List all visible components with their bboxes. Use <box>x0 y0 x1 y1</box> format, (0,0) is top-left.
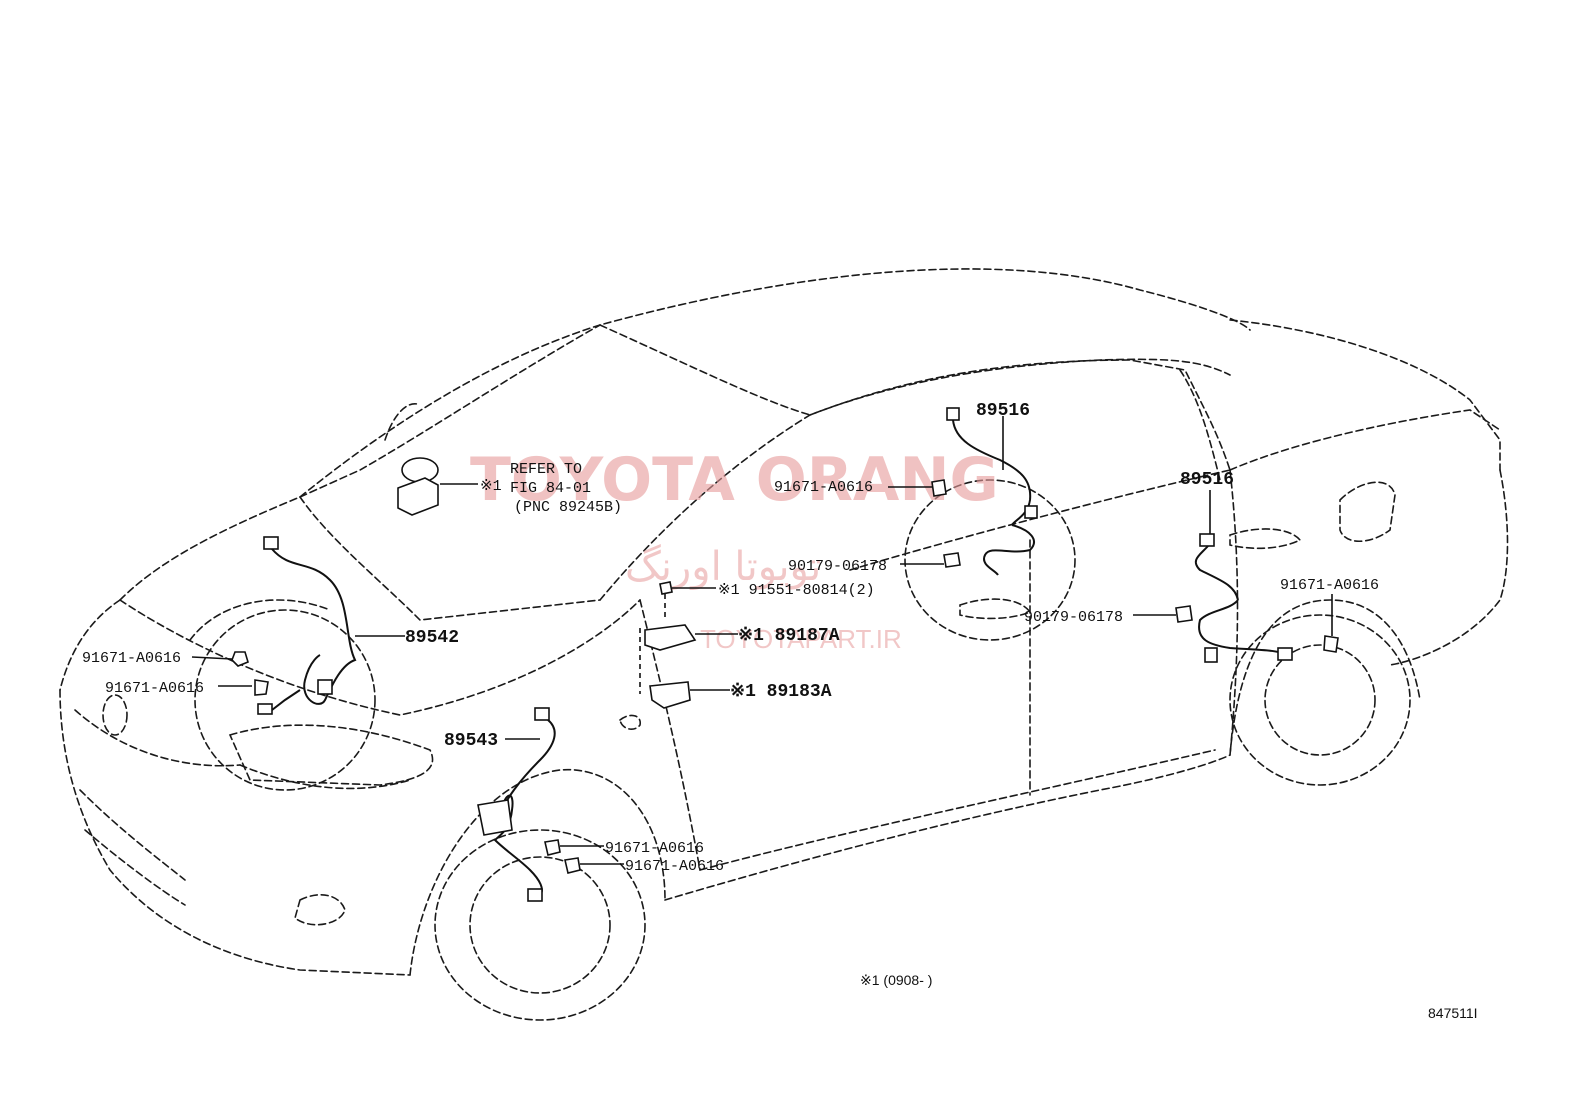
speed-sensor-89516-rear: 89516 <box>1180 470 1293 663</box>
watermark-brand: TOYOTA ORANG <box>470 445 999 515</box>
refer-line-3: (PNC 89245B) <box>514 499 622 516</box>
refer-line-2: FIG 84-01 <box>510 480 591 497</box>
refer-sensor-part <box>397 457 478 516</box>
watermark: TOYOTA ORANG تویوتا اورنگ TOYOTAPART.IR <box>470 445 999 654</box>
yaw-sensor-center: ※1 89183A <box>649 681 832 709</box>
watermark-persian: تویوتا اورنگ <box>625 544 821 590</box>
callout-bolt-upper-right: 91671-A0616 <box>774 479 873 496</box>
bolt-front-right-2: 91671-A0616 <box>564 857 724 875</box>
refer-line-1: REFER TO <box>510 461 582 478</box>
bolt-front-right-1: 91671-A0616 <box>544 839 704 857</box>
speed-sensor-89543: 89543 <box>444 707 556 902</box>
bolt-front-left-1: 91671-A0616 <box>82 650 249 667</box>
speed-sensor-89516-upper: 89516 <box>946 401 1038 576</box>
refer-note: ※1 REFER TO FIG 84-01 (PNC 89245B) <box>480 461 622 516</box>
callout-bolt-center: ※1 91551-80814(2) <box>718 582 875 599</box>
callout-clip-upper: 90179-06178 <box>788 558 887 575</box>
watermark-site: TOYOTAPART.IR <box>700 624 902 654</box>
refer-marker: ※1 <box>480 478 502 495</box>
bolt-center: ※1 91551-80814(2) <box>659 581 875 620</box>
car-body-outline <box>59 268 1509 1021</box>
callout-89516-rear: 89516 <box>1180 470 1234 490</box>
callout-clip-lower: 90179-06178 <box>1024 609 1123 626</box>
callout-bolt-front-left-2: 91671-A0616 <box>105 680 204 697</box>
figure-code: 847511I <box>1428 1005 1478 1021</box>
speed-sensor-89542: 89542 <box>257 536 459 715</box>
clip-lower: 90179-06178 <box>1024 605 1193 626</box>
callout-89516-upper: 89516 <box>976 401 1030 421</box>
bolt-front-left-2: 91671-A0616 <box>105 679 269 697</box>
callout-89543: 89543 <box>444 731 498 751</box>
callout-bolt-front-right-2: 91671-A0616 <box>625 858 724 875</box>
callout-bolt-front-right-1: 91671-A0616 <box>605 840 704 857</box>
bracket-center: ※1 89187A <box>639 624 840 694</box>
callout-bolt-front-left-1: 91671-A0616 <box>82 650 181 667</box>
clip-upper: 90179-06178 <box>788 552 961 575</box>
footer-note: ※1 (0908- ) <box>860 972 932 988</box>
callout-sensor-center: ※1 89183A <box>730 682 832 702</box>
bolt-upper-right: 91671-A0616 <box>774 479 947 497</box>
bolt-rear-right: 91671-A0616 <box>1280 577 1379 653</box>
callout-bolt-rear-right: 91671-A0616 <box>1280 577 1379 594</box>
callout-89542: 89542 <box>405 628 459 648</box>
callout-bracket-center: ※1 89187A <box>738 626 840 646</box>
